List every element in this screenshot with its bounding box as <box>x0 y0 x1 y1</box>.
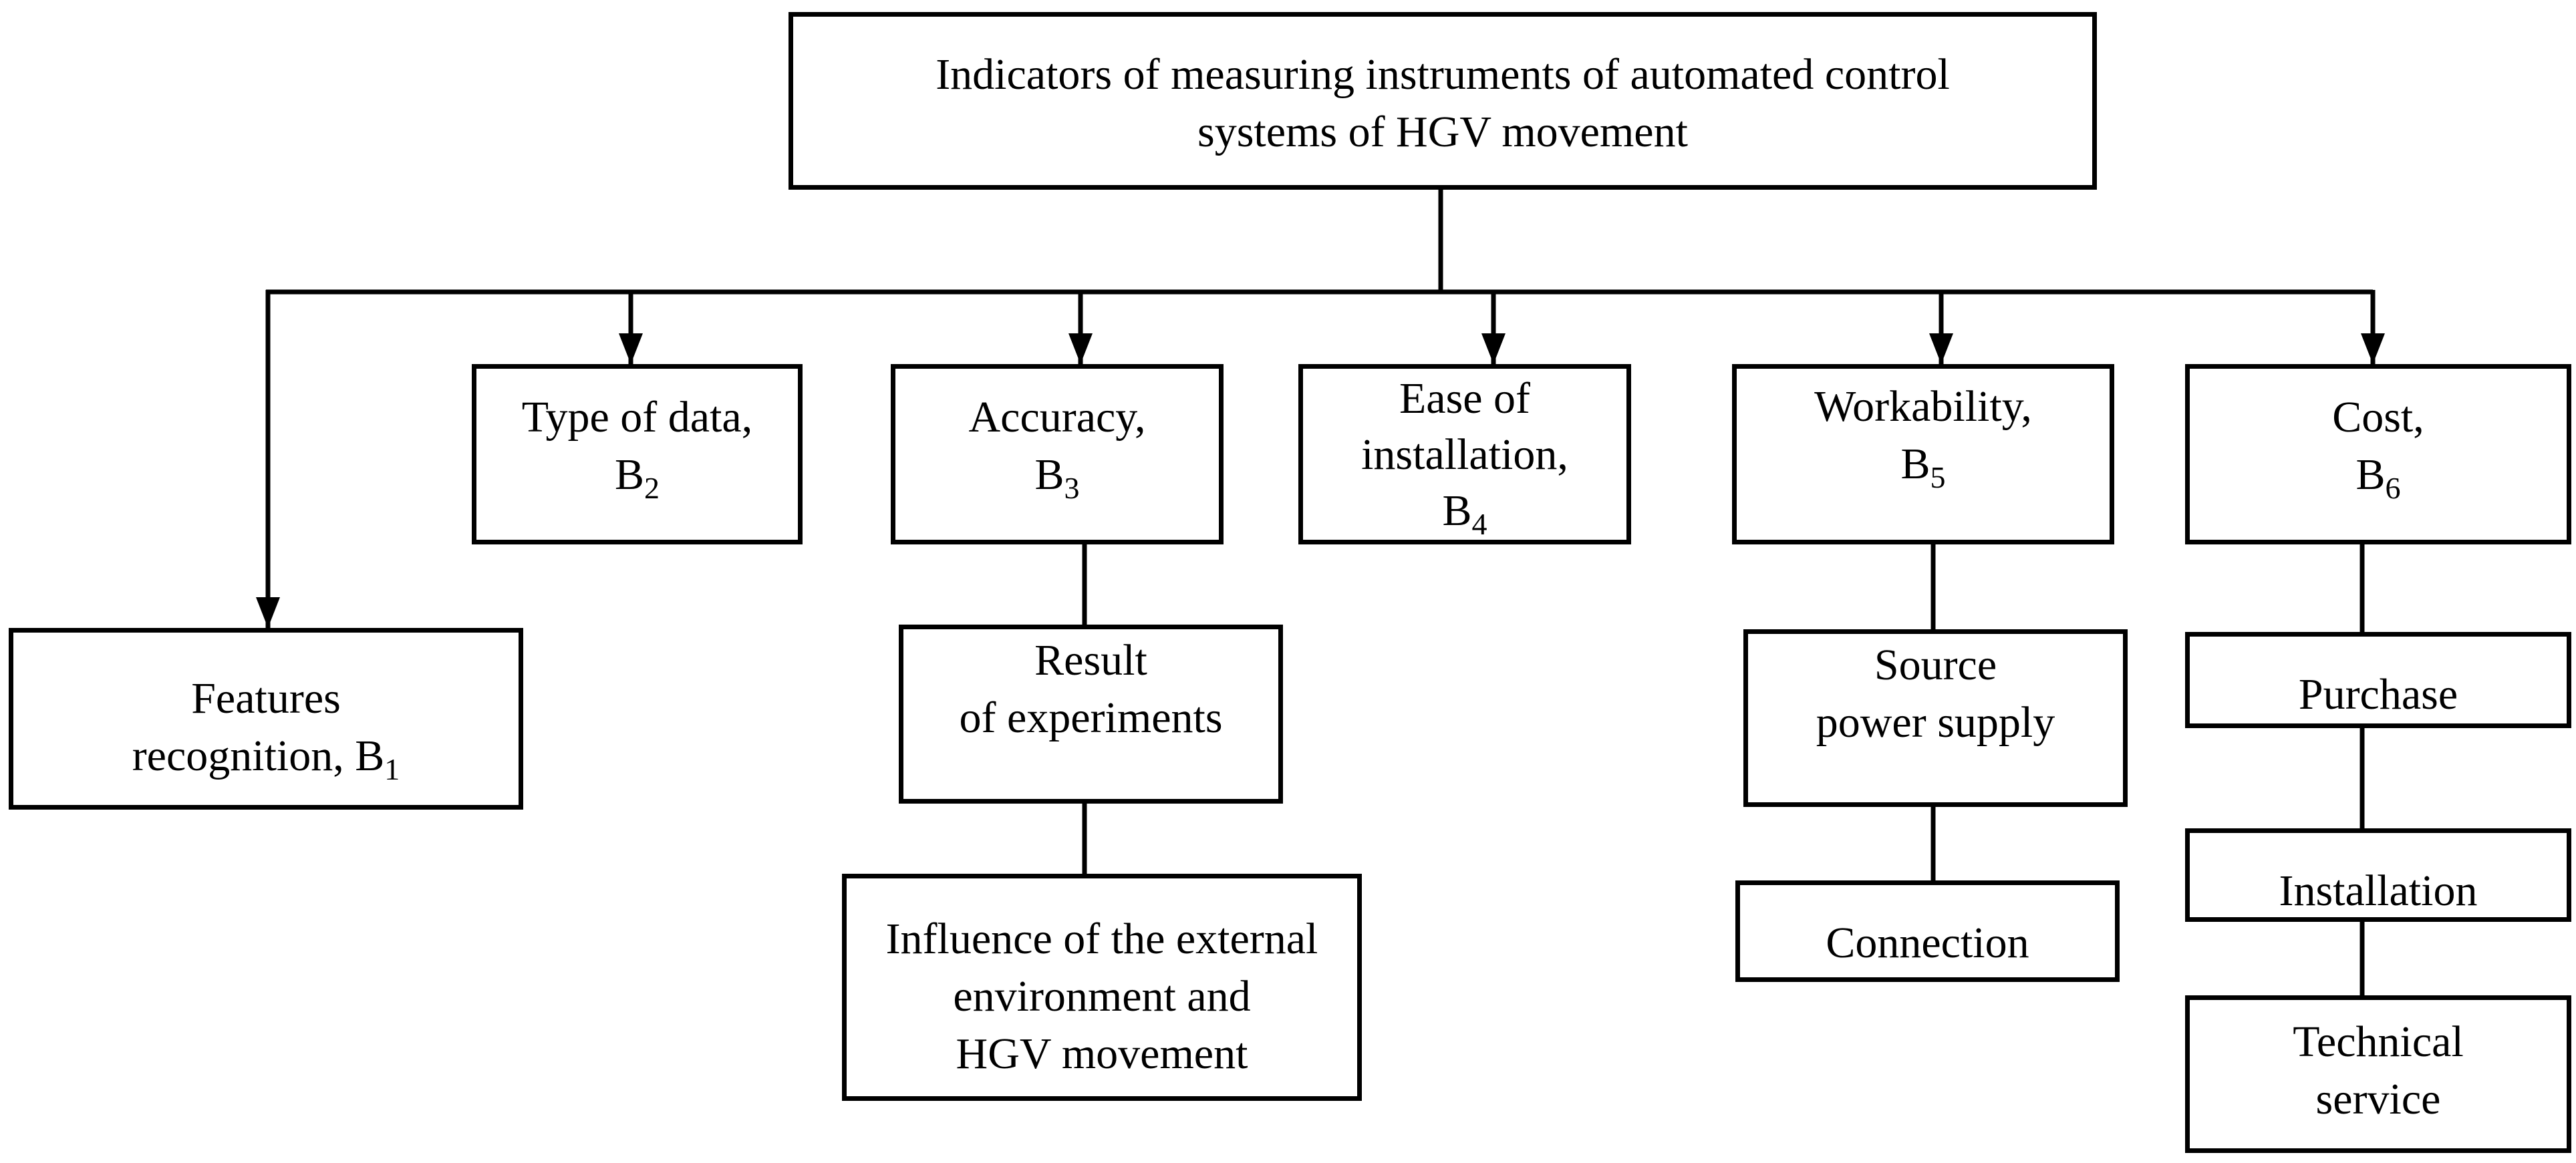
connection-line-1: Connection <box>1826 919 2029 967</box>
node-b1-features-recognition: Features recognition, B1 <box>9 628 523 810</box>
installation-line-1: Installation <box>2279 866 2478 915</box>
node-influence-external-environment: Influence of the external environment an… <box>842 874 1362 1101</box>
b5-line-2: B5 <box>1900 440 1946 494</box>
b2-line-1: Type of data, <box>521 393 753 442</box>
b4-line-2: installation, <box>1361 430 1568 479</box>
influence-line-2: environment and <box>953 972 1251 1021</box>
technical-line-1: Technical <box>2293 1017 2464 1066</box>
node-b3-accuracy: Accuracy, B3 <box>891 364 1224 544</box>
b1-line-1: Features <box>191 674 341 723</box>
b3-line-1: Accuracy, <box>968 393 1146 442</box>
b2-line-2: B2 <box>614 450 660 505</box>
source-line-2: power supply <box>1816 698 2055 747</box>
influence-line-1: Influence of the external <box>885 915 1318 963</box>
node-source-power-supply: Source power supply <box>1743 629 2128 807</box>
root-line-2: systems of HGV movement <box>1197 108 1688 156</box>
b4-line-3: B4 <box>1442 486 1487 541</box>
result-line-1: Result <box>1034 636 1147 685</box>
node-b6-cost: Cost, B6 <box>2185 364 2571 544</box>
source-line-1: Source <box>1874 641 1997 689</box>
b3-line-2: B3 <box>1034 450 1080 505</box>
node-technical-service: Technical service <box>2185 995 2571 1153</box>
node-purchase: Purchase <box>2185 632 2571 728</box>
node-result-of-experiments: Result of experiments <box>899 625 1283 804</box>
node-connection: Connection <box>1735 880 2120 982</box>
b6-line-1: Cost, <box>2332 393 2424 442</box>
node-b5-workability: Workability, B5 <box>1732 364 2114 544</box>
root-node: Indicators of measuring instruments of a… <box>789 12 2097 190</box>
node-b2-type-of-data: Type of data, B2 <box>472 364 803 544</box>
b4-line-1: Ease of <box>1399 374 1531 423</box>
technical-line-2: service <box>2315 1075 2441 1124</box>
purchase-line-1: Purchase <box>2298 670 2458 719</box>
node-installation: Installation <box>2185 828 2571 922</box>
b5-line-1: Workability, <box>1814 382 2032 431</box>
b1-line-2: recognition, B1 <box>132 731 400 786</box>
influence-line-3: HGV movement <box>956 1029 1248 1078</box>
root-line-1: Indicators of measuring instruments of a… <box>936 50 1950 99</box>
b6-line-2: B6 <box>2355 450 2401 505</box>
result-line-2: of experiments <box>959 693 1223 742</box>
node-b4-ease-of-installation: Ease of installation, B4 <box>1298 364 1631 544</box>
